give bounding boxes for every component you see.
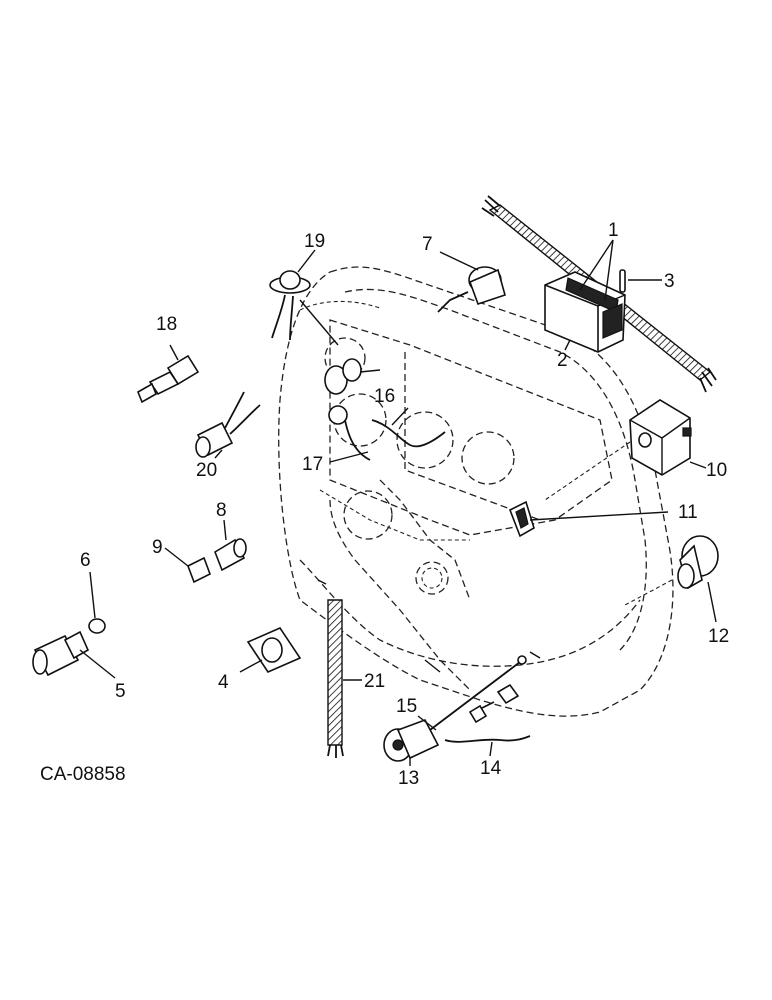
fuse-pin	[619, 269, 626, 293]
callout-7: 7	[422, 234, 433, 255]
bulb-socket	[214, 538, 247, 572]
callout-12: 12	[708, 626, 729, 647]
leader-14	[489, 741, 493, 757]
callout-18: 18	[156, 314, 177, 335]
leader-11	[529, 511, 669, 521]
switch-parts	[468, 683, 520, 724]
callout-labels: 1 2 3 4 5 6 7 8 9 10 11 12 13 14 15 16 1…	[80, 220, 729, 789]
leader-19	[297, 249, 316, 273]
callout-10: 10	[706, 460, 727, 481]
round-gauge	[677, 535, 719, 590]
lead-wire	[444, 735, 531, 743]
toggle-switch	[136, 354, 200, 404]
callout-11: 11	[678, 502, 698, 523]
callout-3: 3	[664, 271, 675, 292]
callout-4: 4	[218, 672, 229, 693]
leader-16b	[391, 407, 409, 426]
leader-15	[417, 715, 437, 731]
callout-1: 1	[608, 220, 619, 241]
callout-15: 15	[396, 696, 417, 717]
relay-mount-line	[544, 441, 631, 501]
socket-cap	[186, 556, 212, 584]
callout-5: 5	[115, 681, 126, 702]
fuse-block	[544, 271, 626, 353]
callout-2: 2	[557, 350, 568, 371]
flange-connector	[246, 626, 302, 674]
callout-8: 8	[216, 500, 227, 521]
warning-light	[269, 270, 311, 341]
leader-10	[689, 461, 707, 469]
wire-connector	[195, 391, 261, 458]
leader-2	[564, 339, 571, 351]
gauge-sender	[437, 266, 506, 313]
leader-8	[223, 519, 227, 541]
pressure-switch	[32, 630, 90, 677]
callout-13: 13	[398, 768, 419, 789]
callout-9: 9	[152, 537, 163, 558]
leader-19-to-panel	[299, 299, 339, 346]
leader-1a	[579, 239, 614, 291]
relay-box	[629, 399, 692, 476]
callout-20: 20	[196, 460, 217, 481]
leader-7	[439, 251, 479, 271]
headlight-switch-knob	[383, 719, 440, 762]
drawing-code: CA-08858	[40, 764, 126, 785]
leader-1b	[604, 239, 614, 301]
leader-9	[164, 547, 189, 567]
leader-16a	[359, 369, 381, 373]
leader-20	[214, 449, 223, 459]
gauge-mount-line	[624, 579, 673, 606]
gauge-lamp-sockets	[324, 358, 446, 461]
leader-6	[89, 571, 96, 619]
switch-cap	[88, 618, 106, 634]
callout-6: 6	[80, 550, 91, 571]
callout-19: 19	[304, 231, 325, 252]
leader-4	[239, 659, 263, 673]
key-switch	[508, 500, 535, 538]
callout-17: 17	[302, 454, 323, 475]
wiring-harness-lower	[327, 599, 344, 758]
leader-17	[329, 451, 369, 463]
leader-5	[79, 649, 116, 679]
leader-12	[707, 581, 717, 623]
callout-21: 21	[364, 671, 385, 692]
switch-cable	[429, 651, 541, 731]
callout-16: 16	[374, 386, 395, 407]
leader-18	[169, 344, 179, 361]
callout-14: 14	[480, 758, 502, 779]
